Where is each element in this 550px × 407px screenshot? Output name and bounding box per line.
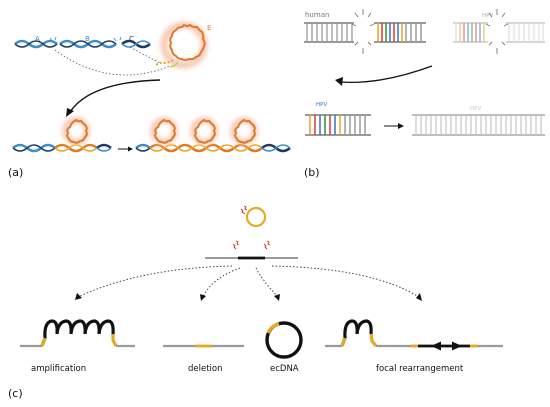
human-label: human (305, 11, 329, 19)
hpv-label-top: HPV (482, 13, 493, 19)
panel-c-dotted-arrows (77, 265, 420, 298)
panel-b-flow-arrow (339, 65, 433, 84)
hpv-integrated-ladder (305, 114, 371, 136)
panel-a-integrated-right (135, 117, 291, 153)
hpv-label-right: HPV (470, 106, 481, 112)
label-focal-rearrangement: focal rearrangement (376, 364, 464, 374)
panel-b: human HPV (304, 9, 545, 179)
break-marks-a (49, 36, 122, 42)
panel-a-arrowhead (66, 108, 74, 117)
panel-a-hpv-circular-genome (155, 21, 208, 69)
panel-b-straight-arrowhead (398, 123, 404, 129)
focal-rearrangement-diagram (325, 319, 503, 351)
panel-c: amplification deletion ecDNA (8, 205, 503, 400)
hpv-dna-ladder-top (453, 22, 545, 43)
panel-a-host-dna-top (14, 39, 151, 49)
dotted-link-c (129, 46, 161, 64)
panel-c-label: (c) (8, 387, 23, 400)
panel-a: A B C E (8, 21, 291, 179)
break-burst-hpv (485, 9, 509, 54)
hpv-label-mid: HPV (316, 102, 327, 108)
label-amplification: amplification (31, 364, 86, 374)
marker-a: A (35, 35, 40, 43)
panel-c-hpv-circle (245, 206, 267, 228)
label-ecdna: ecDNA (270, 364, 299, 374)
label-deletion: deletion (188, 364, 223, 374)
ecdna-diagram (265, 321, 303, 359)
panel-a-label: (a) (8, 166, 23, 179)
panel-c-arrowheads (75, 293, 422, 301)
panel-a-small-arrowhead (128, 146, 133, 152)
human-dna-ladder (304, 22, 426, 43)
marker-b: B (85, 35, 90, 43)
amplification-diagram (20, 319, 135, 348)
marker-e: E (207, 24, 211, 32)
panel-a-integrated-left (12, 117, 112, 153)
hpv-final-ladder (412, 114, 545, 136)
dotted-link-a (54, 49, 171, 76)
panel-b-label: (b) (304, 166, 320, 179)
panel-a-flow-arrow (69, 79, 161, 113)
panel-c-break-marks-bottom (232, 240, 271, 250)
panel-c-break-marks-top (240, 205, 248, 215)
panel-b-arrowhead (335, 77, 343, 86)
break-burst-human (351, 9, 375, 54)
marker-c: C (129, 35, 134, 43)
